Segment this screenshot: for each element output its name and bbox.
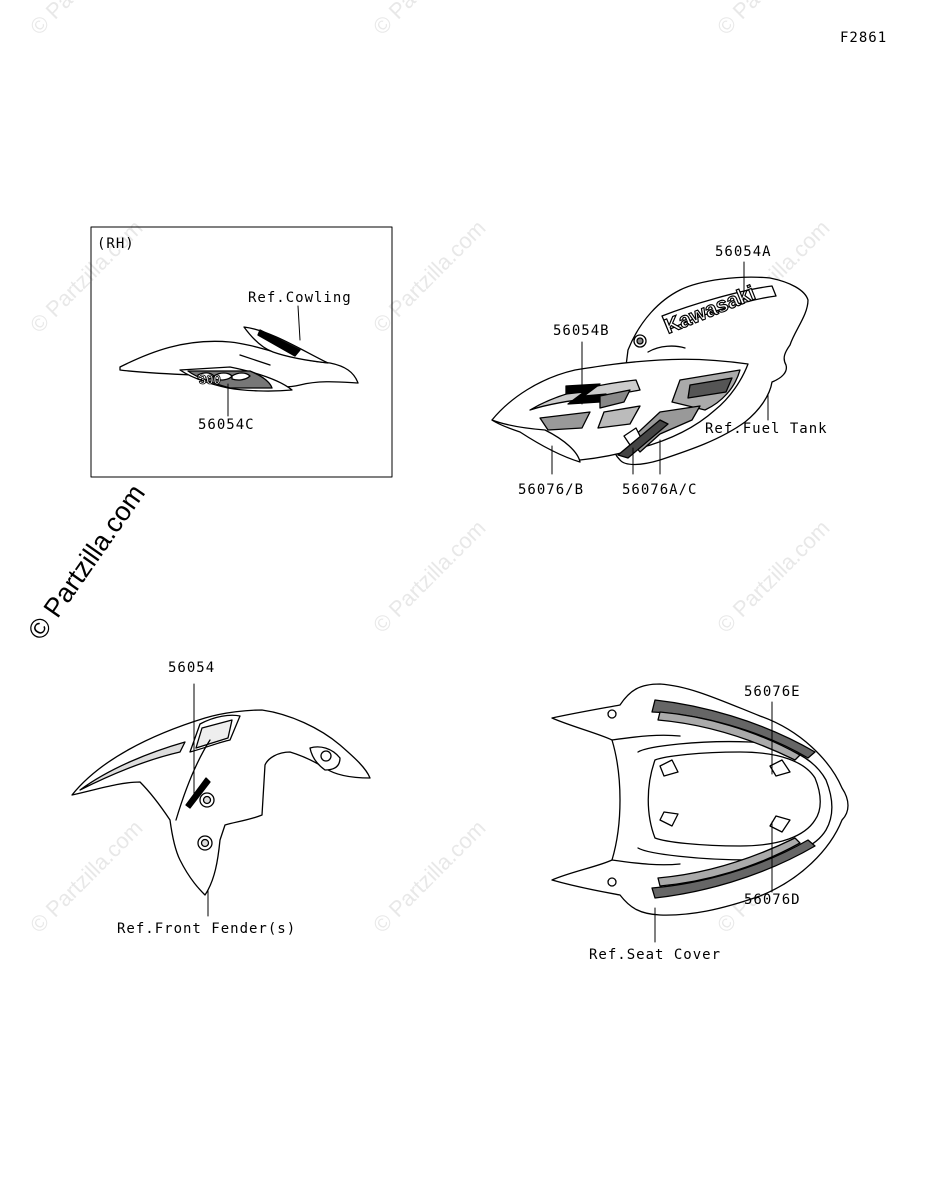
label-ref-front-fender: Ref.Front Fender(s) — [117, 921, 297, 937]
label-56054c[interactable]: 56054C — [198, 417, 255, 433]
label-56076e[interactable]: 56076E — [744, 684, 801, 700]
label-ref-cowling: Ref.Cowling — [248, 290, 352, 306]
label-56076b[interactable]: 56076/B — [518, 482, 585, 498]
label-56054b[interactable]: 56054B — [553, 323, 610, 339]
label-ref-seat-cover: Ref.Seat Cover — [589, 947, 722, 963]
label-56076d[interactable]: 56076D — [744, 892, 801, 908]
label-56054a[interactable]: 56054A — [715, 244, 772, 260]
seat-mount — [607, 709, 617, 719]
label-56076ac[interactable]: 56076A/C — [622, 482, 698, 498]
inset-side-label: (RH) — [97, 236, 135, 252]
seat-mount — [607, 877, 617, 887]
figure-code: F2861 — [840, 30, 888, 46]
label-ref-fuel-tank: Ref.Fuel Tank — [705, 421, 828, 437]
inset-frame — [90, 226, 393, 478]
model-mark-decal-text: 300 — [199, 372, 221, 387]
label-56054[interactable]: 56054 — [168, 660, 216, 676]
